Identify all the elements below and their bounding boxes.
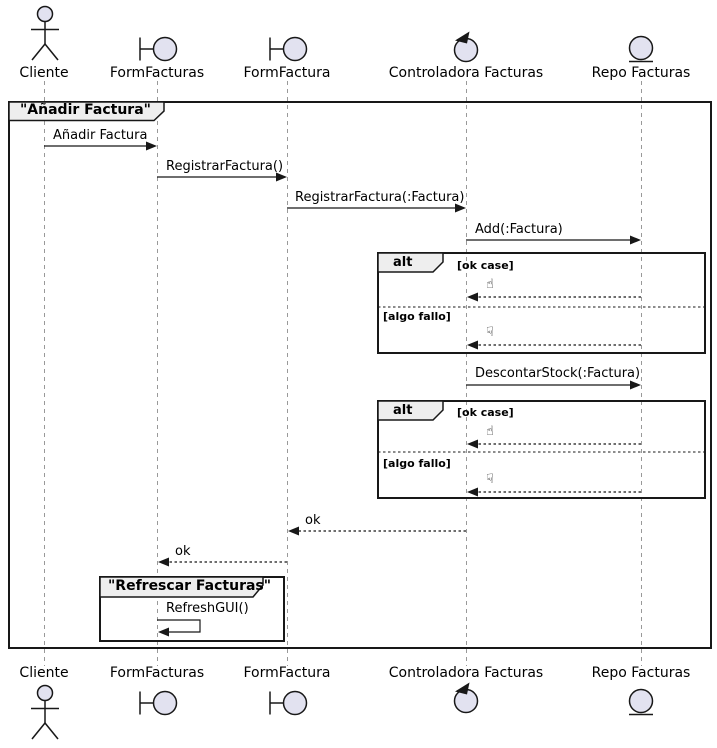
frame-refrescar-facturas [99,576,285,642]
participant-label-formfactura-top: FormFactura [243,65,331,81]
message-add-factura: Add(:Factura) [475,222,563,237]
alt1-guard-fail: [algo fallo] [383,310,451,323]
message-ok-to-formfactura: ok [305,513,321,528]
arrow-return-thumb-down-1 [467,340,641,350]
actor-icon-cliente-top [31,5,59,61]
participant-label-formfacturas-top: FormFacturas [109,65,205,81]
message-registrar-factura-param: RegistrarFactura(:Factura) [295,190,465,205]
entity-icon-repo-bottom [628,688,654,716]
control-icon-controladora-bottom [453,682,479,714]
lifelines [44,81,642,666]
boundary-icon-formfactura-top [269,36,308,62]
boundary-icon-formfactura-bottom [269,690,308,716]
arrow-return-thumb-down-2 [467,487,641,497]
message-refresh-gui: RefreshGUI() [166,601,249,616]
alt1-thumb-up-icon: ☝ [486,277,494,292]
message-descontar-stock: DescontarStock(:Factura) [475,366,641,381]
entity-icon-repo-top [628,35,654,63]
alt2-operator-label: alt [393,403,413,418]
alt-fragment-2 [377,400,706,499]
frame-anadir-factura [8,101,712,649]
arrow-ok-to-formfactura [288,526,466,536]
participant-label-formfacturas-bottom: FormFacturas [109,665,205,681]
actor-icon-cliente-bottom [31,684,59,740]
frame-main-label: "Añadir Factura" [20,102,151,118]
message-ok-to-formfacturas: ok [175,544,191,559]
arrow-registrar-factura-param [287,203,466,213]
arrow-return-thumb-up-1 [467,292,641,302]
participant-label-repo-bottom: Repo Facturas [591,665,691,681]
alt2-guard-ok: [ok case] [457,406,514,419]
alt2-thumb-down-icon: ☟ [486,472,494,487]
arrow-return-thumb-up-2 [467,439,641,449]
participant-label-cliente-top: Cliente [19,65,69,81]
arrow-ok-to-formfacturas [158,557,287,567]
frame-refresh-label: "Refrescar Facturas" [108,578,272,594]
participant-label-repo-top: Repo Facturas [591,65,691,81]
arrow-registrar-factura [157,172,287,182]
alt2-thumb-up-icon: ☝ [486,424,494,439]
arrow-anadir-factura [44,141,157,151]
control-icon-controladora-top [453,31,479,63]
participant-label-controladora-bottom: Controladora Facturas [388,665,544,681]
participant-label-formfactura-bottom: FormFactura [243,665,331,681]
alt-fragment-1 [377,252,706,354]
arrow-descontar-stock [466,380,641,390]
participant-label-cliente-bottom: Cliente [19,665,69,681]
arrow-add-factura [466,235,641,245]
boundary-icon-formfacturas-top [139,36,178,62]
message-registrar-factura: RegistrarFactura() [166,159,284,174]
alt1-guard-ok: [ok case] [457,259,514,272]
alt2-guard-fail: [algo fallo] [383,457,451,470]
message-anadir-factura: Añadir Factura [53,128,148,143]
participant-label-controladora-top: Controladora Facturas [388,65,544,81]
alt1-thumb-down-icon: ☟ [486,325,494,340]
arrow-refresh-self [157,619,201,637]
alt1-operator-label: alt [393,255,413,270]
boundary-icon-formfacturas-bottom [139,690,178,716]
